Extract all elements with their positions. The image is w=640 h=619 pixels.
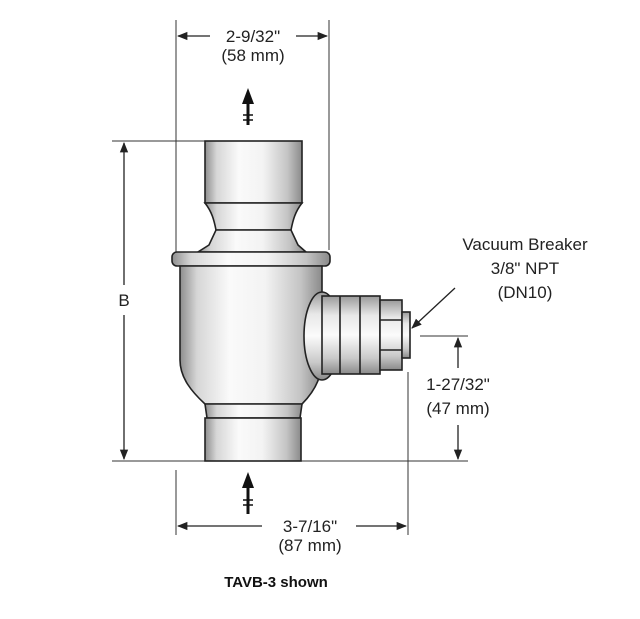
end-cap: [401, 311, 411, 359]
top-collar: [195, 229, 309, 253]
diagram-caption: TAVB-3 shown: [224, 574, 328, 591]
extension-lines: [112, 20, 468, 535]
top-width-metric: (58 mm): [221, 46, 284, 65]
main-barrel: [179, 265, 323, 405]
vacuum-breaker-line2: 3/8" NPT: [491, 259, 559, 278]
lower-collar: [204, 403, 303, 419]
valve-body: [171, 140, 411, 462]
side-tube: [321, 295, 381, 375]
top-cylinder: [204, 140, 303, 204]
leader-vacuum-breaker: [411, 287, 456, 329]
top-neck: [203, 202, 304, 231]
flow-arrow-bottom: [242, 472, 254, 514]
top-flange: [171, 251, 331, 267]
side-height-metric: (47 mm): [426, 399, 489, 418]
height-label-b: B: [118, 291, 129, 310]
bottom-width-metric: (87 mm): [278, 536, 341, 555]
side-height-imperial: 1-27/32": [426, 375, 490, 394]
flow-arrow-top: [242, 88, 254, 125]
dimension-lines: [119, 31, 463, 531]
bottom-cylinder: [204, 417, 302, 462]
hex-nut: [379, 299, 403, 371]
bottom-width-imperial: 3-7/16": [283, 517, 337, 536]
vacuum-breaker-line3: (DN10): [498, 283, 553, 302]
vacuum-breaker-line1: Vacuum Breaker: [462, 235, 588, 254]
top-width-imperial: 2-9/32": [226, 27, 280, 46]
